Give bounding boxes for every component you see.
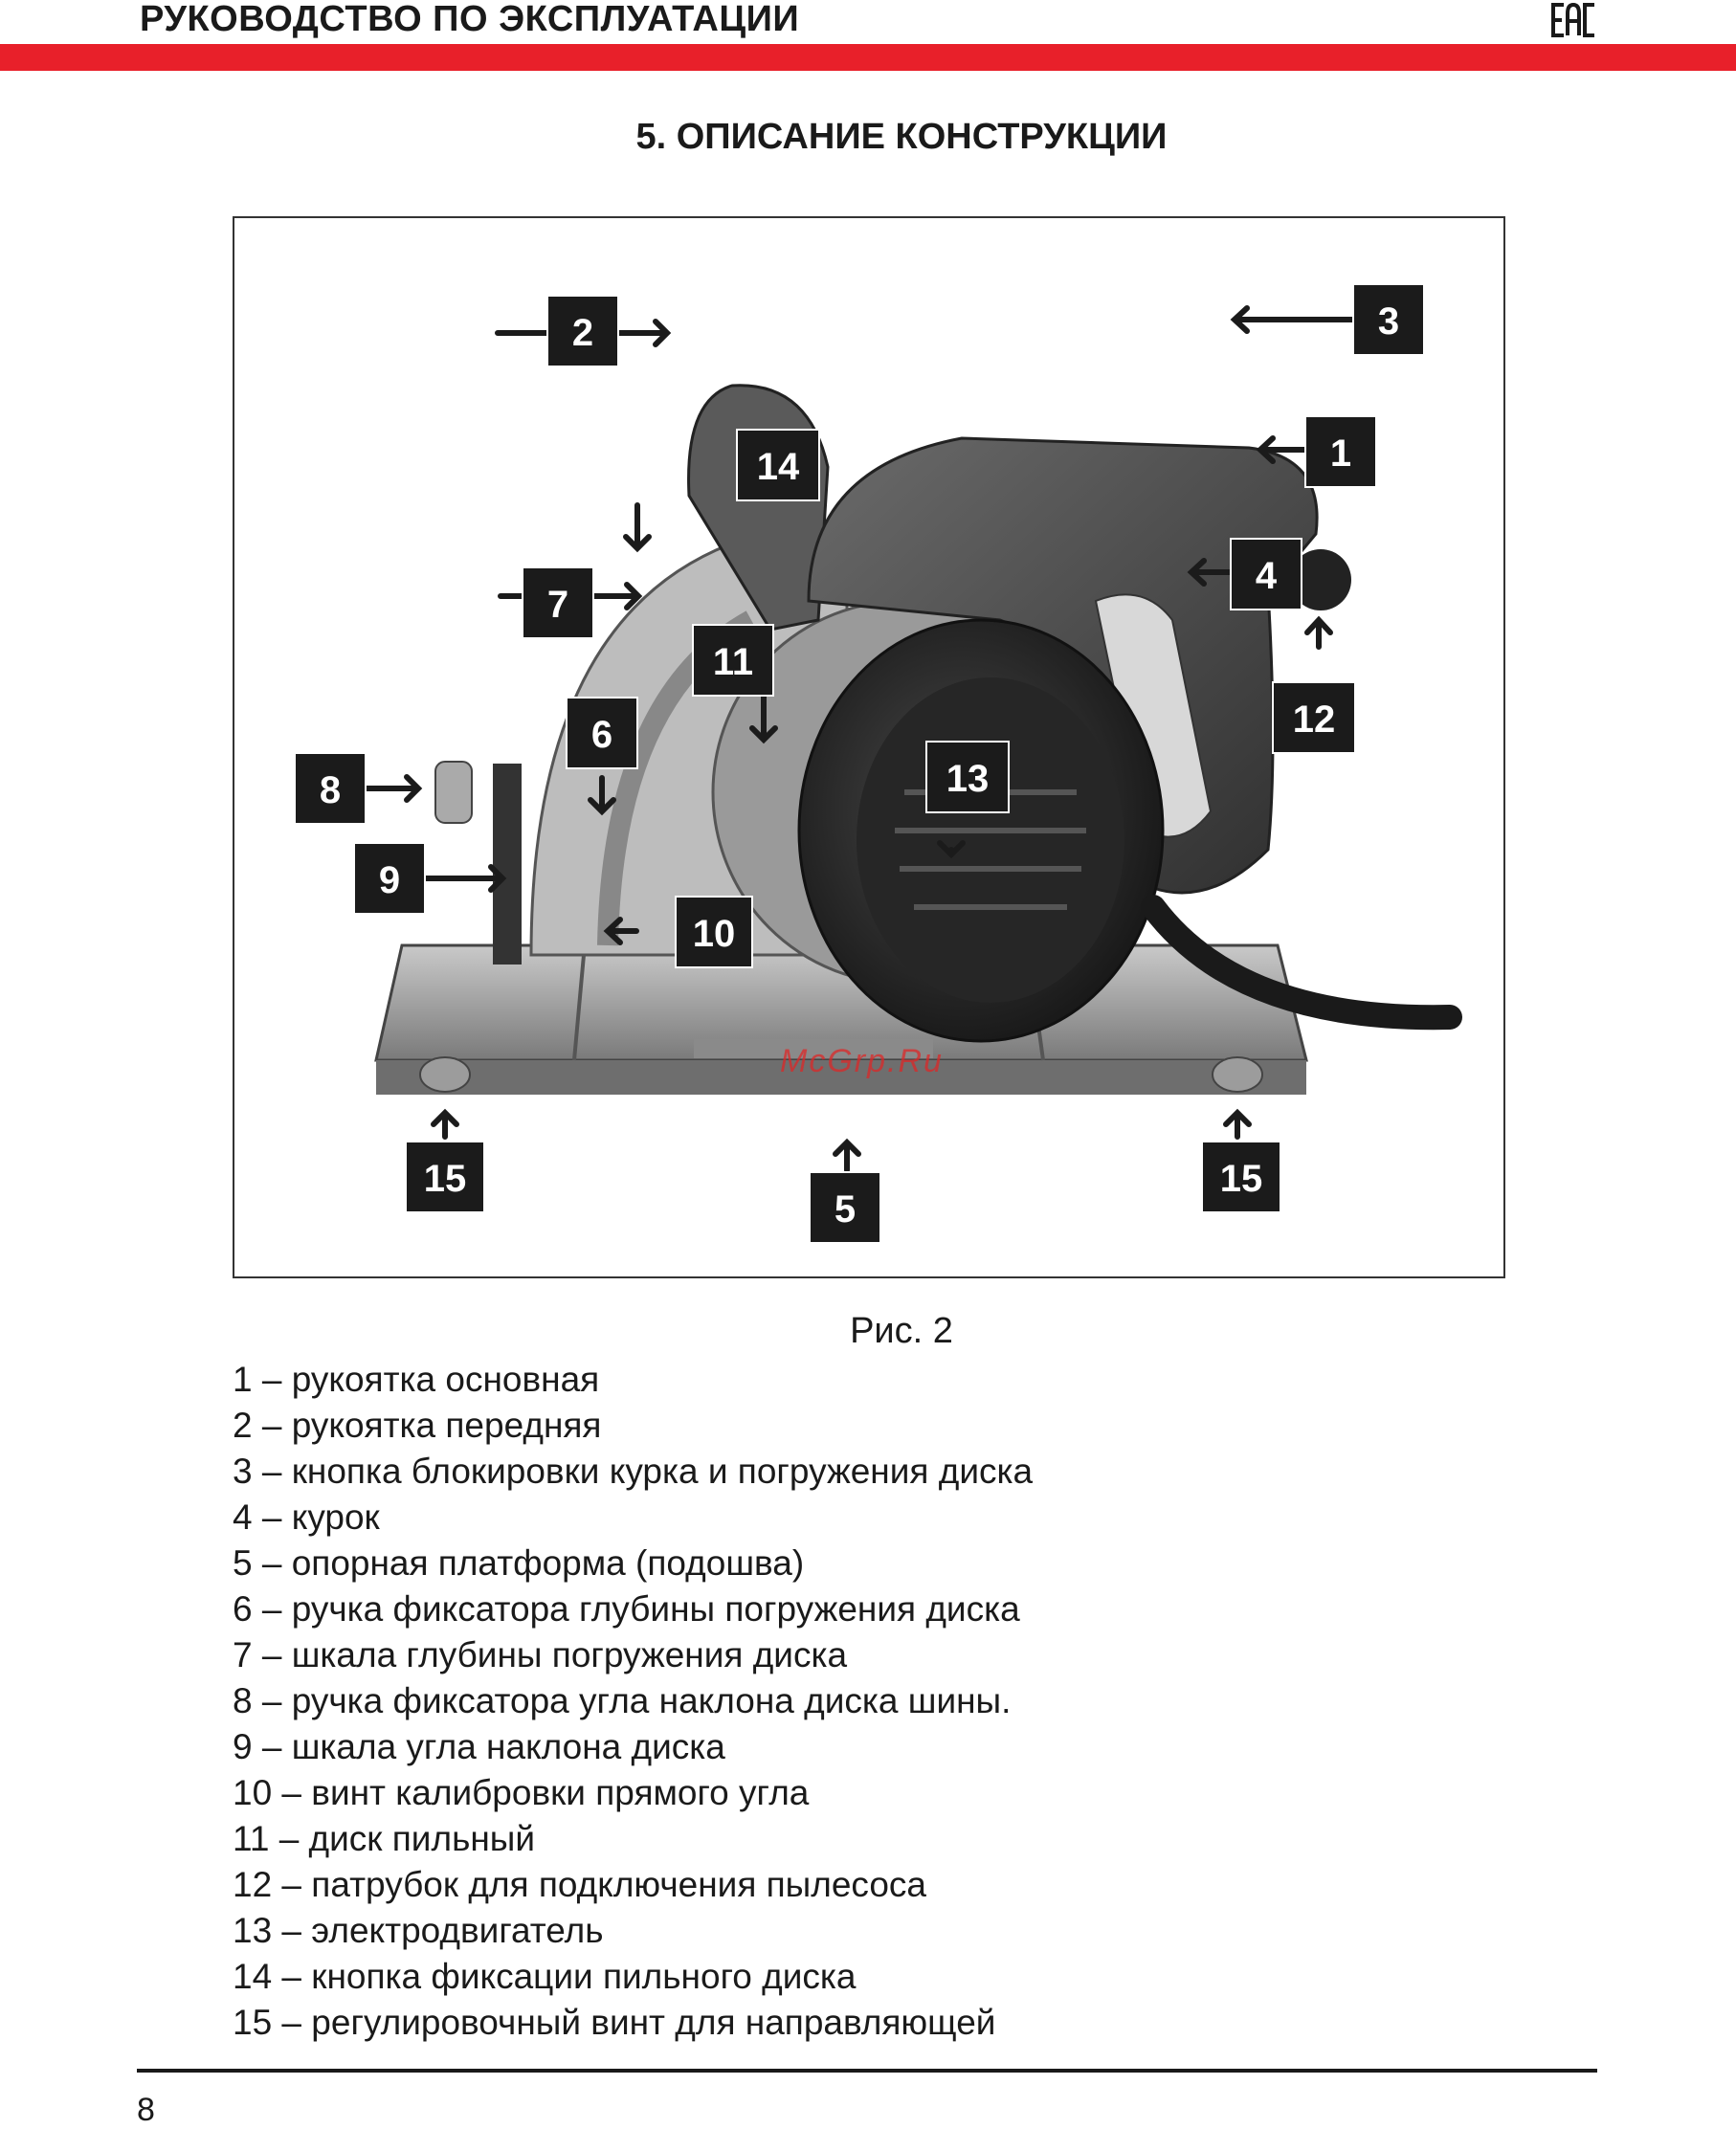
callout-4: 4 [1230,538,1302,610]
callout-2: 2 [546,295,619,367]
eac-logo [1551,2,1594,37]
callout-8: 8 [294,752,367,825]
legend-item: 12 – патрубок для подключения пылесоса [233,1865,927,1904]
callout-10: 10 [675,896,753,968]
callout-14: 14 [736,429,820,501]
legend-item: 9 – шкала угла наклона диска [233,1727,725,1766]
legend-item: 4 – курок [233,1497,380,1537]
watermark: McGrp.Ru [780,1043,944,1079]
callout-5: 5 [809,1171,881,1244]
figure-frame: 1 2 3 4 5 6 7 8 9 10 11 12 13 14 15 15 M… [233,216,1505,1278]
document-header-title: РУКОВОДСТВО ПО ЭКСПЛУАТАЦИИ [140,0,800,39]
legend-item: 8 – ручка фиксатора угла наклона диска ш… [233,1681,1012,1720]
legend-item: 3 – кнопка блокировки курка и погружения… [233,1452,1034,1491]
header-accent-bar [0,44,1736,71]
legend-item: 10 – винт калибровки прямого угла [233,1773,810,1812]
callout-9: 9 [353,842,426,915]
callout-6: 6 [566,697,638,769]
parts-legend: 1 – рукоятка основная 2 – рукоятка перед… [233,1357,1033,2046]
legend-item: 5 – опорная платформа (подошва) [233,1543,805,1583]
callout-12: 12 [1272,681,1356,754]
figure-caption: Рис. 2 [850,1311,953,1351]
legend-item: 2 – рукоятка передняя [233,1406,602,1445]
legend-item: 15 – регулировочный винт для направляюще… [233,2003,996,2042]
footer-divider [137,2069,1597,2073]
callout-1: 1 [1304,415,1377,488]
legend-item: 1 – рукоятка основная [233,1360,600,1399]
callout-15-right: 15 [1201,1141,1281,1213]
callout-13: 13 [925,741,1010,813]
legend-item: 7 – шкала глубины погружения диска [233,1635,848,1674]
page-number: 8 [137,2092,155,2128]
legend-item: 14 – кнопка фиксации пильного диска [233,1957,857,1996]
legend-item: 13 – электродвигатель [233,1911,604,1950]
callout-7: 7 [522,566,594,639]
legend-item: 6 – ручка фиксатора глубины погружения д… [233,1589,1020,1629]
callout-15-left: 15 [405,1141,485,1213]
callout-11: 11 [692,624,774,697]
callout-3: 3 [1352,283,1425,356]
legend-item: 11 – диск пильный [233,1819,536,1858]
section-title: 5. ОПИСАНИЕ КОНСТРУКЦИИ [635,117,1168,157]
